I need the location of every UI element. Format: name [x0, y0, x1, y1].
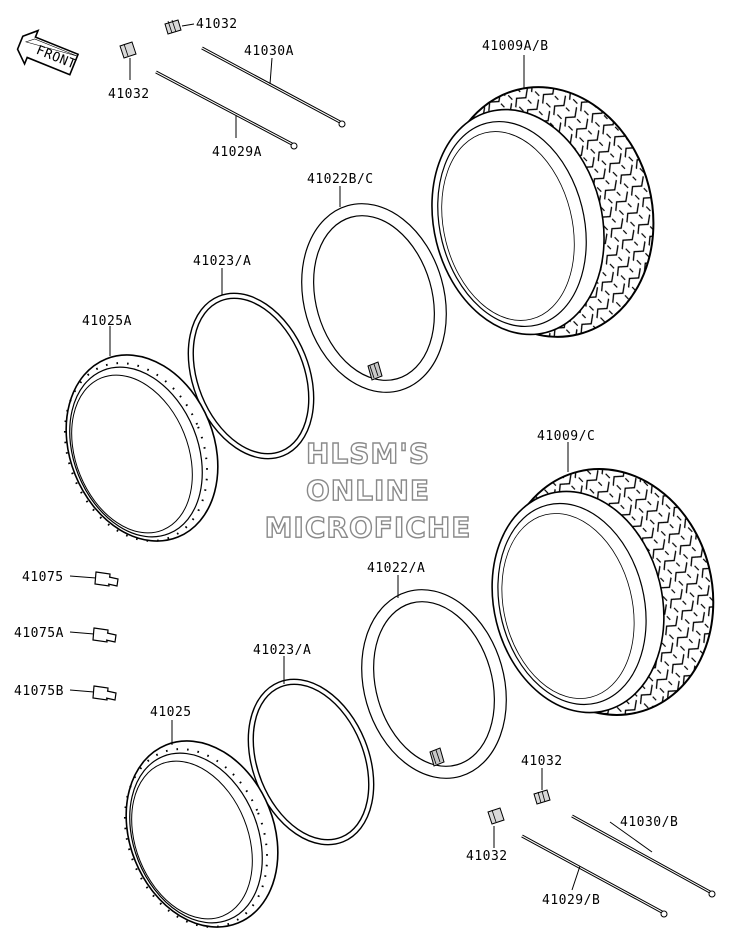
rim-band-41023a-top: 41023/A [187, 254, 315, 460]
watermark-line-3: MICROFICHE [265, 511, 472, 544]
tire-41009ab: 41009A/B [431, 39, 655, 338]
rim-41025a: 41025A [63, 314, 219, 542]
valve-41032-bottom: 41032 [466, 807, 508, 864]
tube-41022a: 41022/A [361, 561, 507, 779]
part-label-41075a: 41075A [14, 626, 64, 641]
watermark-line-1: HLSM'S [306, 437, 430, 470]
valve-cap-41032-bottom: 41032 [521, 754, 563, 805]
valve-41075b: 41075B [14, 684, 117, 701]
part-label-41030a: 41030A [244, 44, 294, 59]
part-label-41025a: 41025A [82, 314, 132, 329]
rod-41029b: 41029/B [521, 834, 668, 918]
watermark-line-2: ONLINE [306, 474, 430, 507]
part-label-41075b: 41075B [14, 684, 64, 699]
part-label-41022bc: 41022B/C [307, 172, 374, 187]
valve-cap-41032-top: 41032 [164, 17, 238, 35]
rod-41030b: 41030/B [571, 814, 716, 898]
watermark: HLSM'S ONLINE MICROFICHE [264, 436, 472, 544]
part-label-41022a: 41022/A [367, 561, 425, 576]
part-label-41009ab: 41009A/B [482, 39, 549, 54]
part-label-41023a-bottom: 41023/A [253, 643, 311, 658]
valve-41032-left: 41032 [108, 41, 150, 102]
tube-41022bc: 41022B/C [301, 172, 447, 393]
part-label-41032-lower: 41032 [466, 849, 508, 864]
part-label-41029a: 41029A [212, 145, 262, 160]
valve-41075: 41075 [22, 570, 119, 587]
part-label-41030b: 41030/B [620, 815, 678, 830]
part-label-41029b: 41029/B [542, 893, 600, 908]
rod-41030a: 41030A [201, 44, 346, 128]
tire-41009c: 41009/C [491, 429, 715, 716]
valve-41075a: 41075A [14, 626, 117, 643]
part-label-41009c: 41009/C [537, 429, 595, 444]
part-label-41032-left: 41032 [108, 87, 150, 102]
part-label-41075: 41075 [22, 570, 64, 585]
front-arrow-icon: FRONT [16, 29, 80, 76]
part-label-41025: 41025 [150, 705, 192, 720]
part-label-41032-bottom: 41032 [521, 754, 563, 769]
part-label-41032-top: 41032 [196, 17, 238, 32]
rod-41029a: 41029A [155, 70, 298, 160]
rim-41025: 41025 [123, 705, 279, 928]
part-label-41023a-top: 41023/A [193, 254, 251, 269]
